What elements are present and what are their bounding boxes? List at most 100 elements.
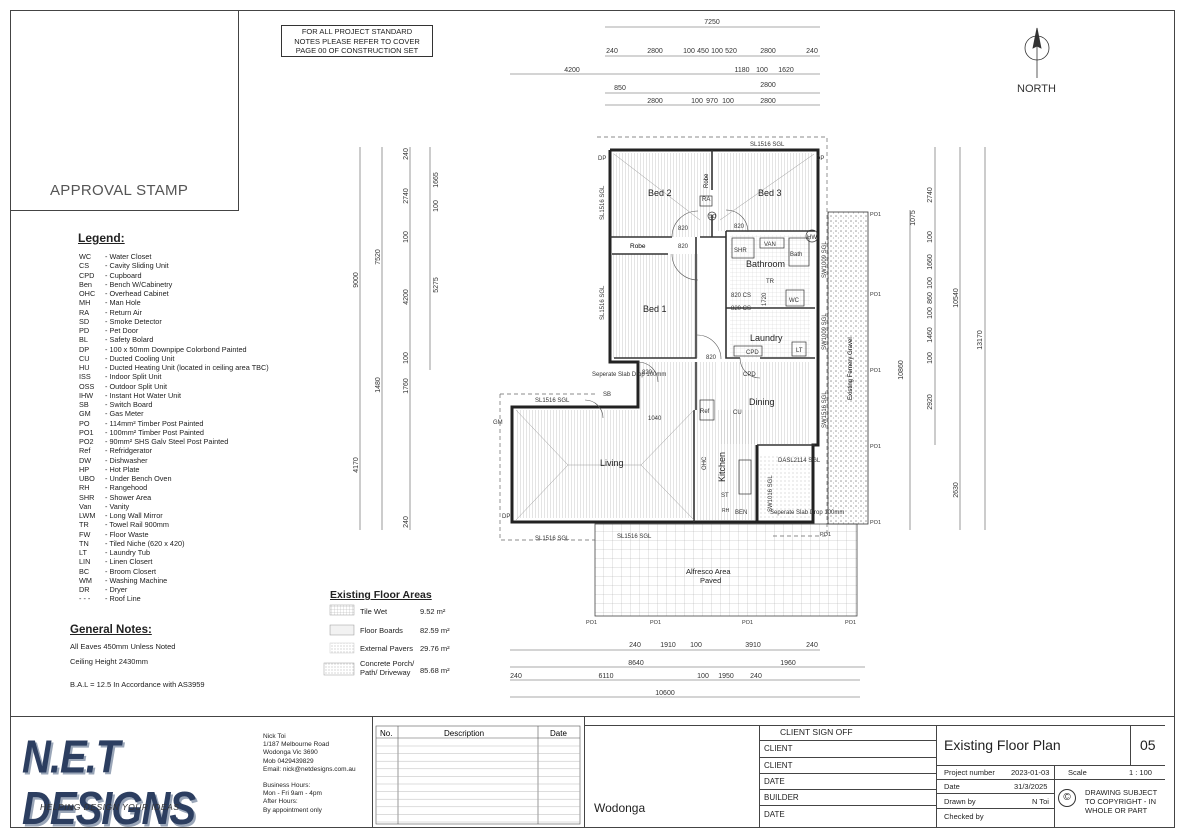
dim-top: 2800 bbox=[647, 98, 663, 105]
date-label: Date bbox=[944, 782, 960, 791]
legend-item: PO1- 100mm² Timber Post Painted bbox=[79, 428, 269, 437]
signoff-row-line bbox=[759, 805, 936, 806]
dim-right: 1460 bbox=[927, 327, 934, 343]
room-bed2: Bed 2 bbox=[648, 188, 672, 198]
dim-right: 2740 bbox=[927, 187, 934, 203]
cupboard-tag: CPD bbox=[743, 372, 756, 378]
legend-desc: - Switch Board bbox=[105, 400, 153, 409]
window-tag: SL1516 SGL bbox=[535, 536, 570, 542]
dim-left: 5275 bbox=[433, 277, 440, 293]
post-tag: PO1 bbox=[870, 444, 881, 450]
towel-rail-tag: TR bbox=[766, 279, 775, 285]
hours-line: After Hours: bbox=[263, 798, 298, 806]
window-tag: SW1009 SGL bbox=[822, 313, 828, 350]
legend-desc: - Hot Plate bbox=[105, 464, 140, 474]
room-alfresco: Alfresco Area bbox=[686, 567, 731, 576]
info-row-line bbox=[936, 808, 1054, 809]
dim-right: 1660 bbox=[927, 254, 934, 270]
contact-line: Nick Toi bbox=[263, 733, 286, 740]
dim-bottom: 1910 bbox=[660, 642, 676, 649]
bath-tag: Bath bbox=[790, 252, 802, 258]
legend-item: LT- Laundry Tub bbox=[79, 548, 269, 557]
legend-item: BL- Safety Bolard bbox=[79, 335, 269, 344]
legend-code: PD bbox=[79, 326, 90, 335]
living-floor bbox=[516, 410, 694, 518]
legend-code: LIN bbox=[79, 557, 91, 567]
area-label: Concrete Porch/ Path/ Driveway bbox=[360, 659, 415, 677]
dim-right: 100 bbox=[927, 277, 934, 289]
legend-title: Legend: bbox=[78, 231, 125, 245]
dim-top: 100 bbox=[683, 48, 695, 55]
window-tag: SW1009 SGL bbox=[822, 241, 828, 278]
legend-code: TR bbox=[79, 520, 89, 530]
hall-floor bbox=[640, 362, 718, 410]
legend-code: Ben bbox=[79, 279, 92, 289]
drawn-by-label: Drawn by bbox=[944, 797, 976, 806]
signoff-title: CLIENT SIGN OFF bbox=[780, 727, 853, 737]
legend-desc: - Dishwasher bbox=[105, 455, 148, 465]
title-block-divider bbox=[584, 716, 585, 828]
legend-code: RA bbox=[79, 307, 90, 317]
dim-right: 10860 bbox=[898, 360, 905, 380]
dim-left: 100 bbox=[403, 352, 410, 364]
legend-item: WC- Water Closet bbox=[79, 252, 269, 261]
dim-bottom: 240 bbox=[510, 673, 522, 680]
area-label: Floor Boards bbox=[360, 626, 403, 635]
signoff-row-line bbox=[759, 757, 936, 758]
dim-bottom: 240 bbox=[806, 642, 818, 649]
roof-line bbox=[499, 136, 828, 541]
legend-item: PO2- 90mm² SHS Galv Steel Post Painted bbox=[79, 437, 269, 446]
legend-code: PO1 bbox=[79, 427, 94, 437]
logo-wordmark: N.E.T DESIGNS bbox=[22, 732, 196, 835]
hours-line: Mon - Fri 9am - 4pm bbox=[263, 790, 322, 798]
legend-code: HU bbox=[79, 363, 90, 372]
swatch-pavers bbox=[329, 642, 355, 654]
legend-item: OSS - Outdoor Split Unit bbox=[79, 382, 269, 391]
legend-code: OSS bbox=[79, 381, 95, 391]
drawing-frame bbox=[10, 10, 1175, 828]
contact-line: Email: nick@netdesigns.com.au bbox=[263, 765, 356, 773]
smoke-detector-tag: SD bbox=[709, 214, 716, 220]
dim-right: 1075 bbox=[910, 210, 917, 226]
dim-left: 100 bbox=[403, 231, 410, 243]
rev-header-date: Date bbox=[550, 729, 567, 738]
post-tag: PO1 bbox=[870, 520, 881, 526]
legend-code: WM bbox=[79, 575, 92, 585]
info-row-line bbox=[936, 779, 1165, 780]
legend-desc: - Broom Closert bbox=[105, 566, 157, 576]
legend-code: DP bbox=[79, 344, 90, 354]
legend-item: MH- Man Hole bbox=[79, 298, 269, 307]
scale-label: Scale bbox=[1068, 768, 1087, 777]
copyright-icon: © bbox=[1058, 789, 1076, 807]
legend-item: UBO- Under Bench Oven bbox=[79, 474, 269, 483]
legend-code: RH bbox=[79, 483, 90, 493]
hours-line: By appointment only bbox=[263, 806, 322, 814]
dim-right: 10540 bbox=[953, 288, 960, 308]
legend-item: DP- 100 x 50mm Downpipe Colorbond Painte… bbox=[79, 345, 269, 354]
dim-right: 860 bbox=[927, 292, 934, 304]
legend-item: BC- Broom Closert bbox=[79, 567, 269, 576]
post-tag: PO1 bbox=[650, 620, 661, 626]
info-row-line bbox=[936, 793, 1054, 794]
area-label: Tile Wet bbox=[360, 607, 388, 616]
dim-left: 240 bbox=[403, 148, 410, 160]
legend-item: GM- Gas Meter bbox=[79, 409, 269, 418]
door-swings bbox=[584, 209, 761, 419]
legend-desc: - Safety Bolard bbox=[105, 335, 154, 345]
legend-desc: - Outdoor Split Unit bbox=[105, 381, 168, 391]
date-value: 31/3/2025 bbox=[1014, 782, 1048, 791]
legend-item: SHR- Shower Area bbox=[79, 493, 269, 502]
legend-item: RH- Rangehood bbox=[79, 483, 269, 492]
post-tag: PO1 bbox=[742, 620, 753, 626]
roof-hips bbox=[515, 153, 815, 521]
legend-code: WC bbox=[79, 252, 92, 261]
door-tag: DASL2114 SGL bbox=[778, 458, 821, 464]
signoff-builder: BUILDER bbox=[764, 793, 799, 802]
swatch-concrete bbox=[323, 662, 355, 676]
legend-item: IHW- Instant Hot Water Unit bbox=[79, 391, 269, 400]
signoff-client: CLIENT bbox=[764, 761, 793, 770]
dim-top: 100 bbox=[722, 98, 734, 105]
room-kitchen: Kitchen bbox=[717, 452, 727, 482]
vanity-tag: VAN bbox=[764, 242, 776, 248]
